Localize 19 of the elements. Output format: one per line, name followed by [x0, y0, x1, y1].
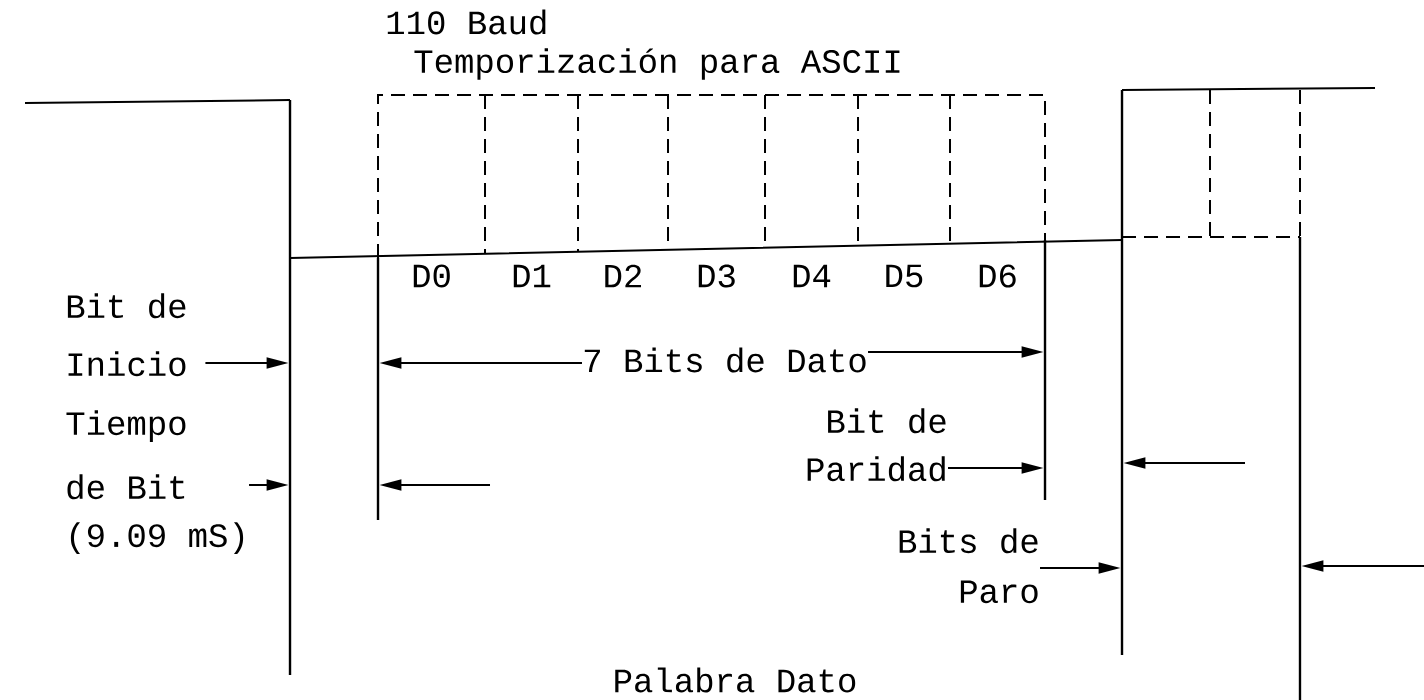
- annotation-text: Bit de Paridad: [807, 408, 946, 482]
- caption-text: Palabra Dato: [615, 667, 856, 693]
- annotation-text: Bits de Paro: [899, 528, 1038, 604]
- marker-line: [1298, 237, 1302, 700]
- bit-label: D1: [513, 264, 551, 288]
- marker-line: [1120, 90, 1124, 655]
- marker-line: [376, 258, 380, 520]
- heading-text: Temporización para ASCII: [414, 48, 900, 80]
- bit-label: D5: [886, 264, 923, 288]
- heading-text: 110 Baud: [387, 9, 546, 35]
- bit-label: D4: [793, 264, 831, 288]
- bit-label: D3: [698, 264, 735, 288]
- annotation-text: Bit de Inicio: [67, 293, 186, 377]
- annotation-text: Tiempo de Bit (9.09 mS): [66, 410, 244, 554]
- marker-line: [1043, 240, 1047, 500]
- bit-label: D2: [605, 264, 641, 288]
- annotation-text: 7 Bits de Dato: [584, 347, 866, 373]
- marker-line: [288, 100, 292, 675]
- bit-label: D0: [413, 264, 450, 288]
